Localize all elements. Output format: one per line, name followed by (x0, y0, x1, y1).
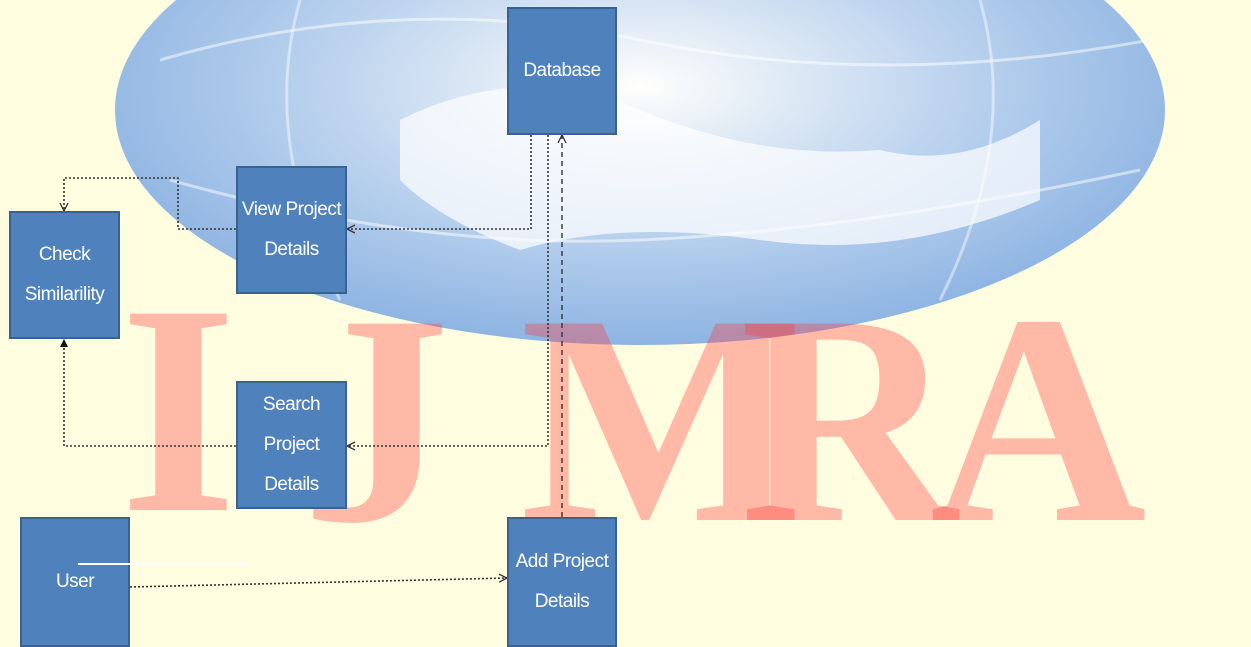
edge-view-to-check (64, 177, 236, 230)
add-project-details-node: Add Project Details (507, 517, 617, 647)
edge-database-to-search (347, 135, 549, 446)
edge-database-to-view (347, 135, 532, 229)
user-node: User (20, 517, 130, 647)
watermark-letter-i: I (120, 243, 237, 575)
view-project-details-label: View Project Details (241, 199, 342, 260)
watermark-letter-a: A (930, 253, 1147, 585)
edge-search-to-check (60, 339, 236, 447)
check-similarity-node: Check Similarility (9, 211, 120, 339)
search-project-details-node: Search Project Details (236, 381, 347, 509)
user-underline (78, 563, 250, 565)
view-project-details-node: View Project Details (236, 166, 347, 294)
search-project-details-label: Search Project Details (262, 394, 321, 495)
add-project-details-label: Add Project Details (515, 551, 609, 612)
database-label: Database (523, 60, 601, 81)
edge-user-to-add (129, 578, 507, 588)
database-node: Database (507, 7, 617, 135)
check-similarity-label: Check Similarility (24, 244, 105, 305)
user-label: User (55, 571, 95, 592)
watermark-letter-r: R (740, 253, 960, 585)
